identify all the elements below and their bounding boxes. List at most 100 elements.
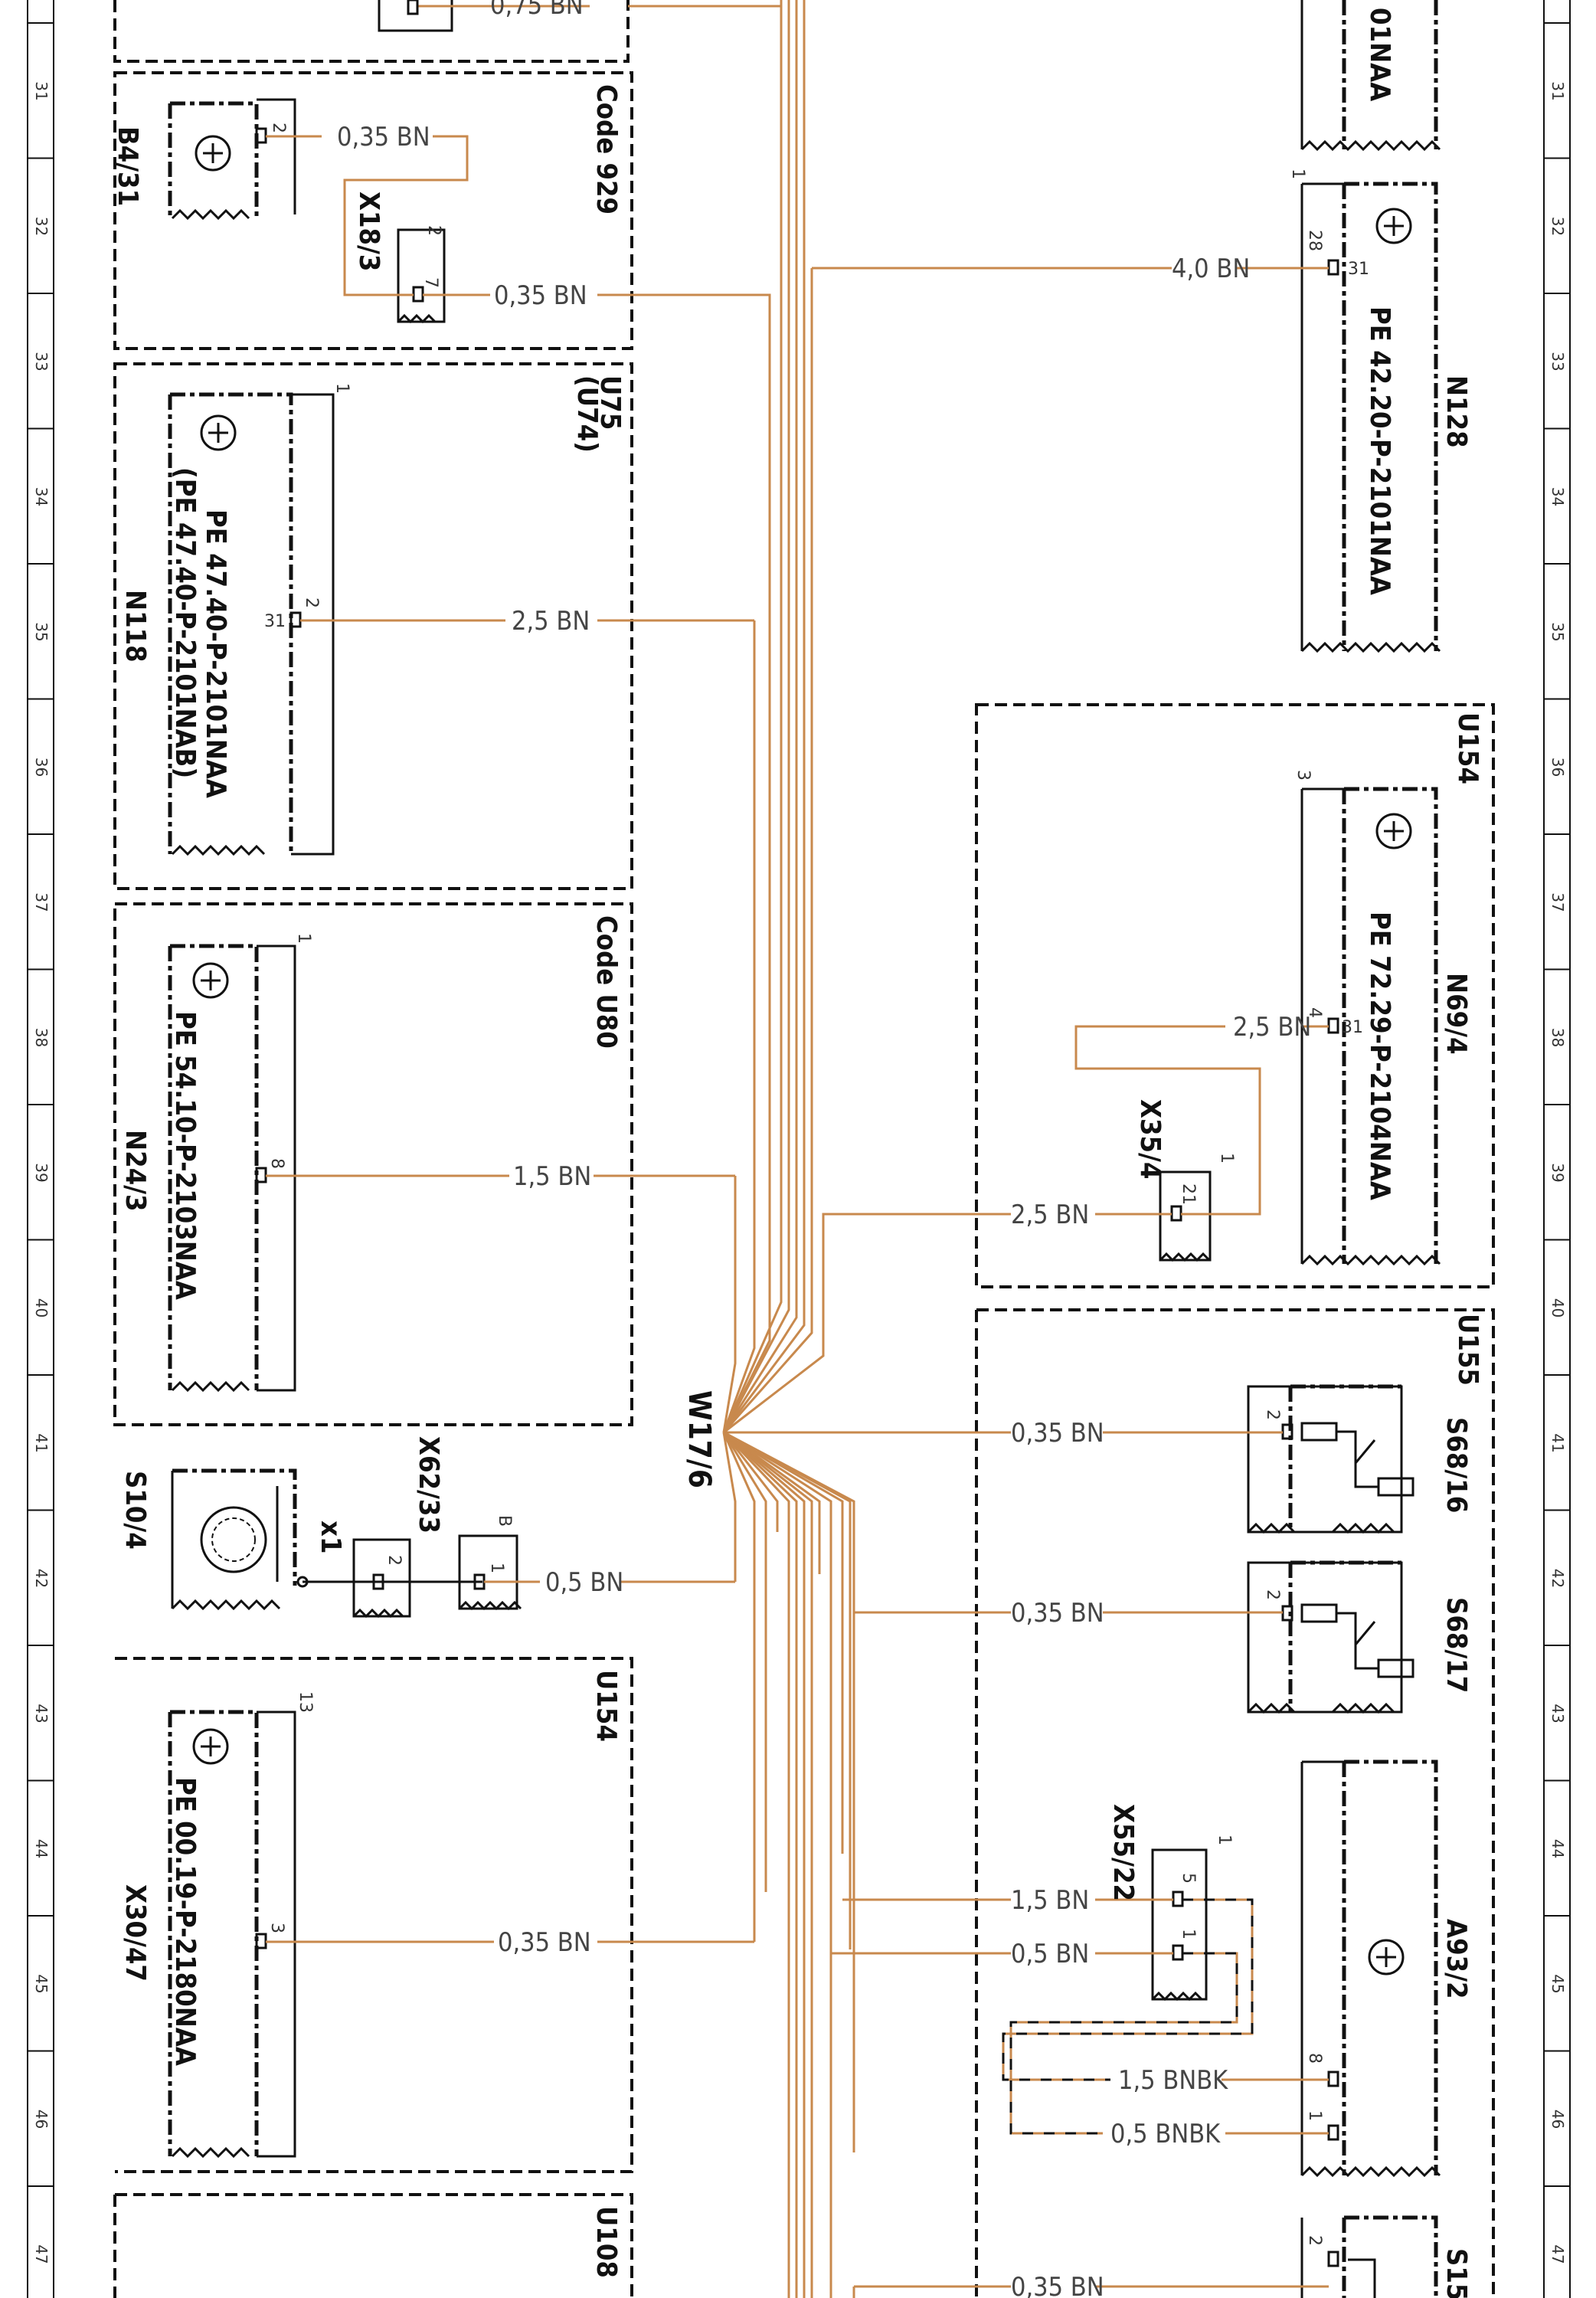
grid-row-number: 34 xyxy=(32,487,51,506)
grid-row-number: 38 xyxy=(32,1028,51,1047)
component-x1: x1 xyxy=(315,1521,346,1553)
n128-pe-ref: PE 42.20-P-2101NAA xyxy=(1364,306,1395,595)
grid-row-number: 46 xyxy=(1549,2110,1567,2129)
grid-row-number: 45 xyxy=(1549,1974,1567,1993)
pin-label: 1 xyxy=(294,933,313,944)
pin-label: 1 xyxy=(1215,1835,1234,1845)
grid-row-number: 47 xyxy=(1549,2244,1567,2264)
pin-label: 7 xyxy=(421,277,440,288)
wire-label: 1,5 BN xyxy=(1011,1885,1089,1916)
pin-label: 3 xyxy=(1293,770,1313,781)
u75: U75 xyxy=(594,375,626,430)
n24-3-pe-ref: PE 54.10-P-2103NAA xyxy=(169,1011,201,1300)
grid-row-number: 44 xyxy=(1549,1839,1567,1858)
grid-row-number: 33 xyxy=(32,352,51,371)
pin-label: 1 xyxy=(487,1563,506,1573)
n24-3-box xyxy=(113,902,633,1426)
n118-pe-ref-alt: (PE 47.40-P-2101NAB) xyxy=(169,467,201,778)
pin-label: 31 xyxy=(1348,260,1369,279)
wire-label: 2,5 BN xyxy=(1011,1200,1089,1230)
grid-row-number: 43 xyxy=(32,1704,51,1723)
component-s158: S158 xyxy=(1441,2248,1472,2298)
wire-label: 0,35 BN xyxy=(1011,1598,1104,1629)
pin-label: 2 xyxy=(269,123,288,133)
u108-box xyxy=(113,2193,633,2298)
wire-label: 1,5 BNBK xyxy=(1118,2065,1228,2096)
grid-row-number: 35 xyxy=(1549,622,1567,641)
pin-label: 5 xyxy=(1179,1873,1198,1884)
grid-row-number: 39 xyxy=(1549,1163,1567,1182)
component-s10-4: S10/4 xyxy=(119,1471,151,1550)
component-x30-47: X30/47 xyxy=(119,1884,151,1982)
u154-left: U154 xyxy=(590,1670,622,1742)
pin-label: 1 xyxy=(1305,2110,1324,2121)
pin-label: 2 xyxy=(1263,1589,1282,1600)
wire-label: 4,0 BN xyxy=(1172,254,1250,284)
pin-label: 1 xyxy=(1179,1929,1198,1940)
code-929: Code 929 xyxy=(590,84,622,214)
grid-row-number: 34 xyxy=(1549,487,1567,506)
pin-label: 8 xyxy=(267,1158,286,1169)
grid-row-number: 47 xyxy=(32,2244,51,2264)
wire-label: 2,5 BN xyxy=(512,606,590,637)
grid-row-number: 31 xyxy=(1549,81,1567,100)
u74: (U74) xyxy=(571,375,603,453)
u154-right: U154 xyxy=(1452,712,1483,784)
wire-label: 0,5 BN xyxy=(545,1567,623,1598)
splice-label: W17/6 xyxy=(682,1390,717,1488)
grid-row-number: 42 xyxy=(32,1569,51,1588)
wire-label: 1,5 BN xyxy=(513,1161,591,1192)
b4-31-box xyxy=(113,71,633,350)
grid-row-number: 42 xyxy=(1549,1569,1567,1588)
component-x62-33: X62/33 xyxy=(413,1436,444,1534)
grid-row-number: 40 xyxy=(32,1298,51,1318)
grid-row-number: 39 xyxy=(32,1163,51,1182)
wire-label: 0,35 BN xyxy=(498,1927,591,1958)
grid-row-number: 32 xyxy=(32,217,51,236)
pin-label: 1 xyxy=(332,383,352,394)
grid-left xyxy=(27,0,54,2298)
grid-row-number: 41 xyxy=(32,1433,51,1452)
harness-w17-6 xyxy=(722,0,1149,2298)
pin-label: 2 xyxy=(1263,1409,1282,1420)
grid-row-number: 31 xyxy=(32,81,51,100)
grid-row-number: 38 xyxy=(1549,1028,1567,1047)
s10-4-switch xyxy=(171,1468,522,1619)
grid-row-number: 36 xyxy=(32,758,51,777)
wire-label: 0,5 BN xyxy=(1011,1939,1089,1969)
component-n69-4: N69/4 xyxy=(1441,973,1472,1055)
component-x18-3: X18/3 xyxy=(353,192,384,271)
grid-row-number: 33 xyxy=(1549,352,1567,371)
pin-label: 28 xyxy=(1305,230,1324,251)
u108: U108 xyxy=(590,2206,622,2278)
code-u80: Code U80 xyxy=(590,915,622,1049)
pin-label: 13 xyxy=(296,1691,315,1713)
n118-box xyxy=(113,362,633,890)
component-a93-2: A93/2 xyxy=(1441,1919,1472,1999)
grid-row-number: 45 xyxy=(32,1974,51,1993)
pin-label: 21 xyxy=(1179,1183,1198,1205)
pin-label: 4 xyxy=(1305,1007,1324,1018)
component-x55-22: X55/22 xyxy=(1107,1804,1139,1901)
pin-label: 1 xyxy=(1288,169,1307,179)
pin-label: 2 xyxy=(1305,2235,1324,2246)
grid-row-number: 36 xyxy=(1549,758,1567,777)
component-n128: N128 xyxy=(1441,375,1472,448)
wire-label: 0,5 BNBK xyxy=(1110,2119,1221,2149)
pin-label: 8 xyxy=(1305,2053,1324,2064)
grid-row-number: 41 xyxy=(1549,1433,1567,1452)
component-s68-16: S68/16 xyxy=(1441,1417,1472,1513)
wire-label: 0,35 BN xyxy=(1011,2272,1104,2298)
n118-pe-ref: PE 47.40-P-2101NAA xyxy=(200,509,231,798)
grid-row-number: 37 xyxy=(1549,892,1567,912)
component-n118: N118 xyxy=(119,590,151,663)
wire-label: 0,35 BN xyxy=(494,280,587,311)
top-left-partial xyxy=(113,0,781,63)
pin-label: 31 xyxy=(1342,1018,1363,1037)
component-x35-4: X35/4 xyxy=(1134,1099,1166,1179)
n69-4-pe-ref: PE 72.29-P-2104NAA xyxy=(1364,912,1395,1200)
top-right-pe-ref: 01NAA xyxy=(1364,8,1395,101)
grid-row-number: 40 xyxy=(1549,1298,1567,1318)
